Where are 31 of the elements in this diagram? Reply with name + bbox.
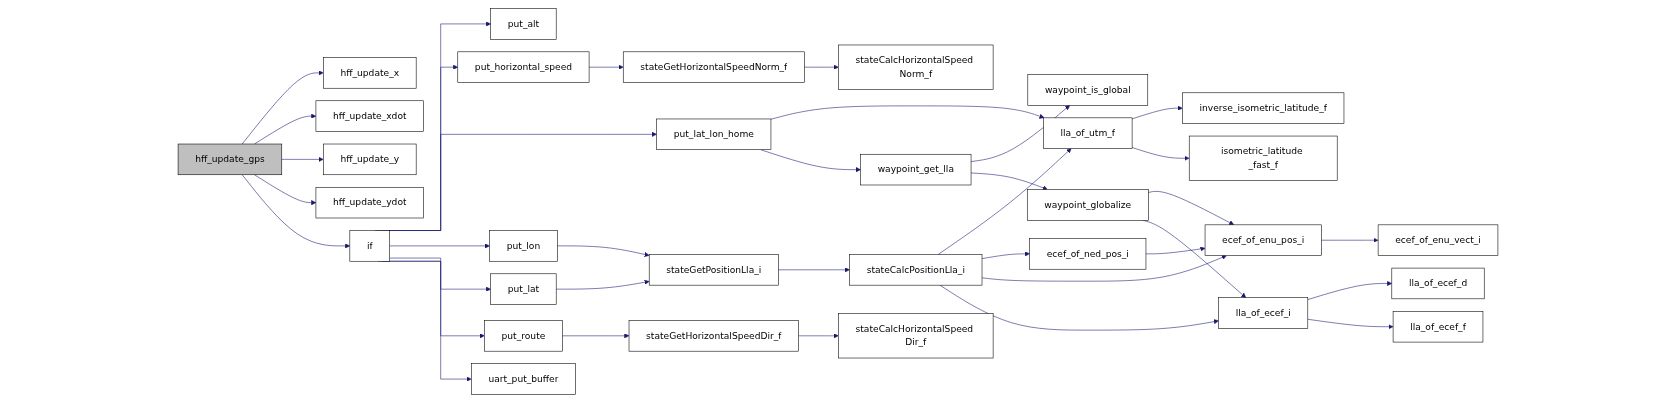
node-box: ecef_of_enu_pos_i bbox=[1204, 224, 1322, 256]
node-box: put_route bbox=[484, 320, 563, 352]
node-box: waypoint_is_global bbox=[1027, 74, 1149, 106]
node-box: put_horizontal_speed bbox=[457, 51, 590, 83]
node-box: stateGetHorizontalSpeedDir_f bbox=[628, 320, 799, 352]
node-box: lla_of_utm_f bbox=[1043, 117, 1133, 149]
node-box: hff_update_gps bbox=[177, 143, 283, 176]
node-box: put_lon bbox=[489, 230, 558, 262]
node-box: waypoint_globalize bbox=[1027, 189, 1149, 221]
node-box: stateCalcHorizontalSpeed Dir_f bbox=[838, 313, 994, 359]
node-box: uart_put_buffer bbox=[471, 363, 576, 395]
node-box: ecef_of_ned_pos_i bbox=[1029, 238, 1147, 270]
node-box: put_alt bbox=[490, 8, 557, 40]
node-box: hff_update_ydot bbox=[315, 187, 424, 219]
node-box: lla_of_ecef_d bbox=[1391, 267, 1485, 300]
node-box: stateCalcHorizontalSpeed Norm_f bbox=[838, 44, 994, 90]
node-box: put_lat bbox=[490, 273, 557, 305]
node-box: isometric_latitude _fast_f bbox=[1188, 135, 1338, 181]
node-box: lla_of_ecef_i bbox=[1218, 297, 1309, 329]
node-box: stateGetHorizontalSpeedNorm_f bbox=[622, 51, 805, 83]
node-box: put_lat_lon_home bbox=[656, 118, 772, 150]
node-box: if bbox=[349, 230, 390, 262]
node-box: hff_update_y bbox=[323, 143, 417, 176]
node-box: stateGetPositionLla_i bbox=[648, 254, 779, 286]
node-box: stateCalcPositionLla_i bbox=[849, 254, 983, 286]
node-box: inverse_isometric_latitude_f bbox=[1182, 92, 1345, 124]
node-box: hff_update_x bbox=[323, 57, 417, 89]
node-box: waypoint_get_lla bbox=[860, 153, 972, 186]
node-box: hff_update_xdot bbox=[315, 100, 424, 132]
node-box: lla_of_ecef_f bbox=[1392, 311, 1484, 343]
node-box: ecef_of_enu_vect_i bbox=[1377, 224, 1499, 256]
